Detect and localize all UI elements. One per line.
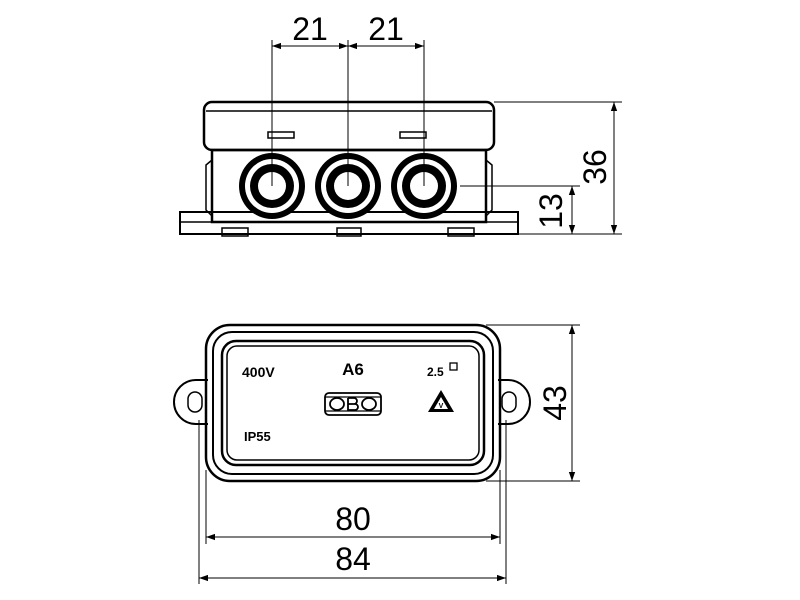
dimension-width-inner: 80 [205, 470, 501, 544]
triangle-warning-icon: V [428, 390, 454, 412]
mounting-lug-right [498, 379, 531, 425]
obo-logo-icon [324, 392, 382, 416]
dimension-label-width-outer: 84 [335, 541, 371, 577]
box-lid [202, 100, 496, 152]
dimension-height-total: 36 [494, 101, 622, 235]
dimension-label-width-inner: 80 [335, 501, 371, 537]
voltage-label: 400V [242, 364, 275, 380]
dimension-label-height-total: 36 [577, 149, 613, 185]
dimension-width-outer: 84 [198, 420, 507, 584]
dimension-spacing: 21 21 [271, 11, 425, 186]
lid-outline [204, 323, 502, 483]
dimension-label-spacing-left: 21 [292, 11, 328, 47]
cross-section-label: 2.5 [427, 365, 444, 379]
dimension-label-height-entry: 13 [533, 193, 569, 229]
svg-text:V: V [439, 403, 444, 410]
dimension-label-spacing-right: 21 [368, 11, 404, 47]
dimension-height-entry: 13 [460, 185, 580, 234]
front-view: 21 21 36 13 [179, 11, 622, 237]
protection-label: IP55 [244, 429, 271, 444]
top-view: 400V A6 2.5 IP55 V 43 [173, 323, 580, 584]
mounting-lug-left [173, 379, 208, 425]
model-label: A6 [342, 360, 364, 379]
dimension-height: 43 [486, 324, 580, 482]
dimension-label-height: 43 [537, 385, 573, 421]
square-unit-icon [449, 362, 458, 371]
